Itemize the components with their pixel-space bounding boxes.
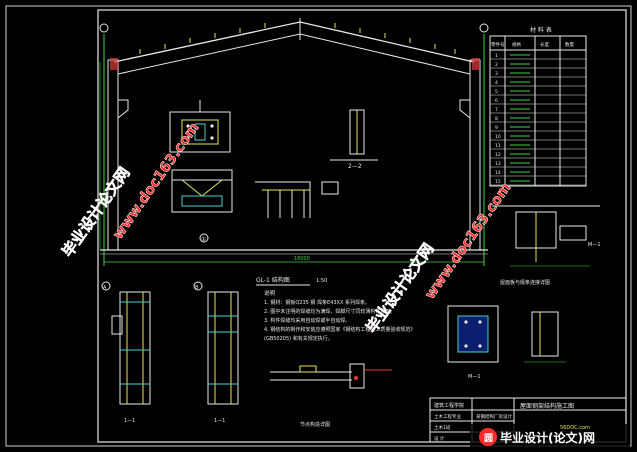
table-header-qty: 数量 bbox=[565, 41, 574, 48]
table-header-length: 长度 bbox=[540, 41, 549, 48]
bottom-detail-title: 节点构造详图 bbox=[300, 421, 330, 428]
svg-text:圆: 圆 bbox=[484, 433, 493, 444]
gl1-scale: 1:50 bbox=[316, 278, 327, 284]
node-detail: 节点构造详图 bbox=[270, 363, 392, 428]
base-plate-detail bbox=[169, 100, 231, 153]
notes-heading: 说明 bbox=[264, 289, 276, 297]
cut-2-2-label: 2—2 bbox=[348, 163, 362, 170]
note-line-1: 1. 钢材：钢板Q235 钢 焊条E43XX 系列焊条。 bbox=[264, 299, 370, 306]
table-part-number: 10 bbox=[495, 134, 501, 140]
notes-block: GL-1 结构图 1:50 说明 1. 钢材：钢板Q235 钢 焊条E43XX … bbox=[256, 276, 415, 342]
table-header-part: 零件号 bbox=[491, 41, 505, 48]
cut-1-1-right-label: 1—1 bbox=[214, 418, 225, 424]
title-project: 某钢结构厂房设计 bbox=[476, 413, 512, 420]
column-section-b: B 1—1 bbox=[193, 281, 239, 424]
section-b-label: B bbox=[195, 285, 199, 291]
title-major: 土木工程专业 bbox=[434, 413, 461, 420]
right-purlin-detail: 屋面板与檩条连接详图 M—1 bbox=[492, 205, 601, 286]
logo-text: 毕业设计(论文)网 bbox=[500, 430, 595, 445]
cut-m1-label-right: M—1 bbox=[588, 242, 601, 248]
bracing-detail bbox=[255, 181, 311, 218]
title-drawing: 屋面钢架结构施工图 bbox=[520, 402, 574, 410]
note-line-5: (GB50205) 和有关规定执行。 bbox=[264, 335, 333, 342]
footer-logo: 圆 56DOC.com 毕业设计(论文)网 bbox=[470, 424, 630, 448]
title-school: 建筑工程学院 bbox=[434, 402, 464, 409]
m1-plate-detail: M—1 bbox=[447, 305, 566, 380]
title-class: 土木1班 bbox=[434, 424, 451, 431]
sheet-inner-frame bbox=[97, 9, 627, 443]
table-part-number: 9 bbox=[495, 125, 498, 131]
node-label: ① bbox=[201, 236, 206, 243]
table-part-number: 13 bbox=[495, 161, 501, 167]
table-part-number: 7 bbox=[495, 107, 498, 113]
right-detail-title: 屋面板与檩条连接详图 bbox=[500, 279, 550, 286]
table-part-number: 3 bbox=[495, 71, 498, 77]
column-base-elevation: ① bbox=[171, 169, 233, 243]
table-part-number: 5 bbox=[495, 89, 498, 95]
table-part-number: 12 bbox=[495, 152, 501, 158]
column-section-a: A 1—1 bbox=[101, 281, 151, 424]
table-part-number: 2 bbox=[495, 62, 498, 68]
table-part-number: 15 bbox=[495, 179, 501, 185]
material-table-title: 材 料 表 bbox=[530, 26, 552, 34]
table-part-number: 14 bbox=[495, 170, 501, 176]
table-header-spec: 规格 bbox=[512, 41, 521, 48]
sheet-outer-border bbox=[5, 5, 632, 447]
note-line-3: 3. 构件焊缝均采用自动焊或半自动焊。 bbox=[264, 317, 350, 324]
table-part-number: 11 bbox=[495, 143, 501, 149]
roof-frame-elevation: 18000 bbox=[99, 18, 489, 266]
table-part-number: 4 bbox=[495, 80, 498, 86]
table-part-number: 1 bbox=[495, 53, 498, 59]
note-line-4: 4. 钢结构的制作和安装应遵照国家《钢结构工程施工质量验收规范》 bbox=[264, 326, 415, 333]
section-2-2: 2—2 bbox=[321, 109, 378, 195]
watermark-text-1: 毕业设计论文网 bbox=[59, 164, 134, 260]
span-dimension: 18000 bbox=[294, 256, 310, 262]
cut-1-1-left-label: 1—1 bbox=[124, 418, 135, 424]
note-line-2: 2. 图中未注明的焊缝均为满焊，焊脚尺寸同较薄构件厚度。 bbox=[264, 308, 395, 315]
table-part-number: 6 bbox=[495, 98, 498, 104]
logo-site: 56DOC.com bbox=[560, 425, 590, 431]
section-a-label: A bbox=[103, 285, 107, 291]
gl1-title: GL-1 结构图 bbox=[256, 276, 290, 284]
logo-icon bbox=[479, 428, 497, 446]
cut-m1-label: M—1 bbox=[468, 374, 481, 380]
title-designer: 设 计 bbox=[434, 435, 445, 442]
table-part-number: 8 bbox=[495, 116, 498, 122]
title-block: 建筑工程学院 土木工程专业 某钢结构厂房设计 土木1班 设 计 屋面钢架结构施工… bbox=[429, 397, 627, 443]
